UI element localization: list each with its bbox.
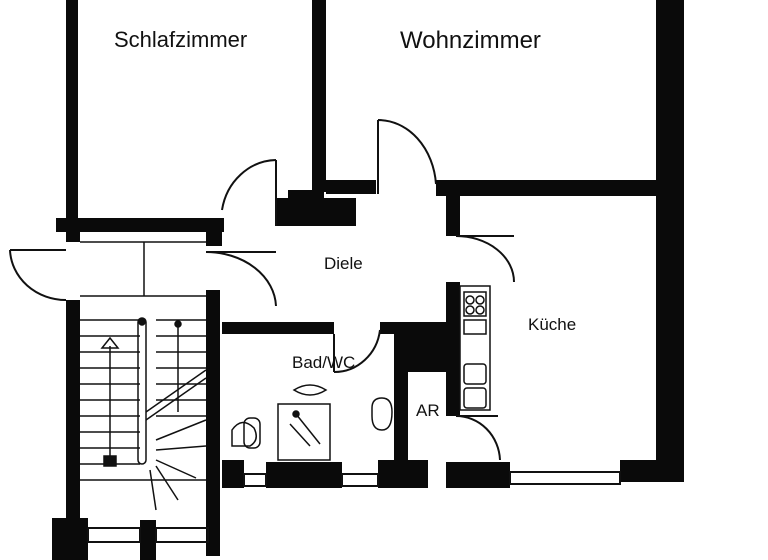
door-entry	[205, 251, 277, 307]
window-bath	[243, 473, 267, 487]
doors	[9, 118, 515, 461]
stair-handrail	[137, 317, 147, 465]
windows	[87, 471, 621, 543]
wall-bottom-2	[266, 462, 342, 488]
wall-bedroom-left	[66, 0, 78, 222]
window-stair-2	[155, 527, 209, 543]
wall-right-outer	[656, 0, 684, 470]
wall-stair-top-right	[206, 222, 222, 246]
label-bad-wc: Bad/WC	[292, 353, 355, 372]
kitchen-fixtures	[459, 285, 491, 411]
staircase	[80, 241, 207, 511]
label-wohnzimmer: Wohnzimmer	[400, 27, 541, 54]
kitchen-counter	[459, 285, 491, 411]
walls	[52, 0, 684, 560]
bath-fixtures	[231, 384, 393, 461]
wall-stair-right	[206, 306, 220, 556]
shower	[277, 403, 331, 461]
wall-bedroom-bottom	[56, 218, 224, 232]
window-kitchen	[509, 471, 621, 485]
wall-bottom-1	[222, 460, 244, 488]
door-kitchen	[455, 235, 515, 283]
wall-bottom-4	[446, 462, 510, 488]
door-bedroom	[221, 159, 277, 226]
wall-stair-top-left	[66, 222, 80, 242]
door-living	[377, 118, 437, 194]
label-ar: AR	[416, 401, 440, 420]
toilet	[231, 421, 257, 447]
wall-ar-kitchen	[446, 360, 460, 416]
wall-stair-bottom	[52, 518, 88, 560]
label-kueche: Küche	[528, 315, 576, 334]
kitchen-sink	[463, 319, 487, 335]
wall-stair-notch	[206, 290, 220, 308]
label-schlafzimmer: Schlafzimmer	[114, 27, 247, 52]
wall-bath-top	[222, 322, 334, 334]
wall-bottom-3	[378, 460, 428, 488]
door-bath	[333, 329, 381, 374]
wall-notch-2	[288, 190, 324, 204]
window-stair-1	[87, 527, 141, 543]
door-stair	[9, 249, 67, 301]
wall-bedroom-living	[312, 0, 326, 192]
wall-living-bottom-2	[436, 180, 656, 196]
wall-stair-left	[66, 300, 80, 556]
label-diele: Diele	[324, 254, 363, 273]
door-ar	[455, 414, 501, 461]
stair-direction-arrow	[100, 336, 120, 462]
sink-ar	[371, 397, 393, 431]
wall-stair-bottom-mid	[140, 520, 156, 560]
kitchen-stove	[463, 291, 487, 317]
washbasin	[292, 384, 328, 396]
wall-kitchen-left	[446, 196, 460, 236]
window-bath-2	[341, 473, 379, 487]
wall-living-bottom	[326, 180, 376, 194]
wall-bottom-5	[620, 460, 684, 482]
